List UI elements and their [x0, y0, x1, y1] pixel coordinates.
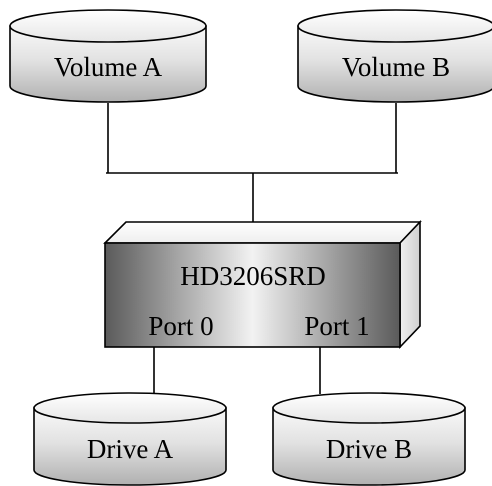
- device-front-face: [104, 242, 401, 348]
- device-box: HD3206SRD Port 0 Port 1: [103, 220, 422, 349]
- drive-a-cylinder: Drive A: [33, 392, 227, 486]
- connections: [106, 103, 398, 394]
- device-label: HD3206SRD: [180, 261, 326, 291]
- drive-b-cylinder: Drive B: [272, 392, 466, 486]
- drive-a-label: Drive A: [87, 434, 174, 464]
- device-top-face: [103, 221, 422, 244]
- volume-a-label: Volume A: [54, 52, 163, 82]
- volume-b-label: Volume B: [342, 52, 450, 82]
- drive-b-label: Drive B: [326, 434, 412, 464]
- port-0-label: Port 0: [148, 311, 213, 341]
- volume-a-cylinder: Volume A: [9, 9, 207, 103]
- device-side-face: [399, 220, 421, 349]
- volume-b-cylinder: Volume B: [297, 9, 492, 103]
- port-1-label: Port 1: [304, 311, 369, 341]
